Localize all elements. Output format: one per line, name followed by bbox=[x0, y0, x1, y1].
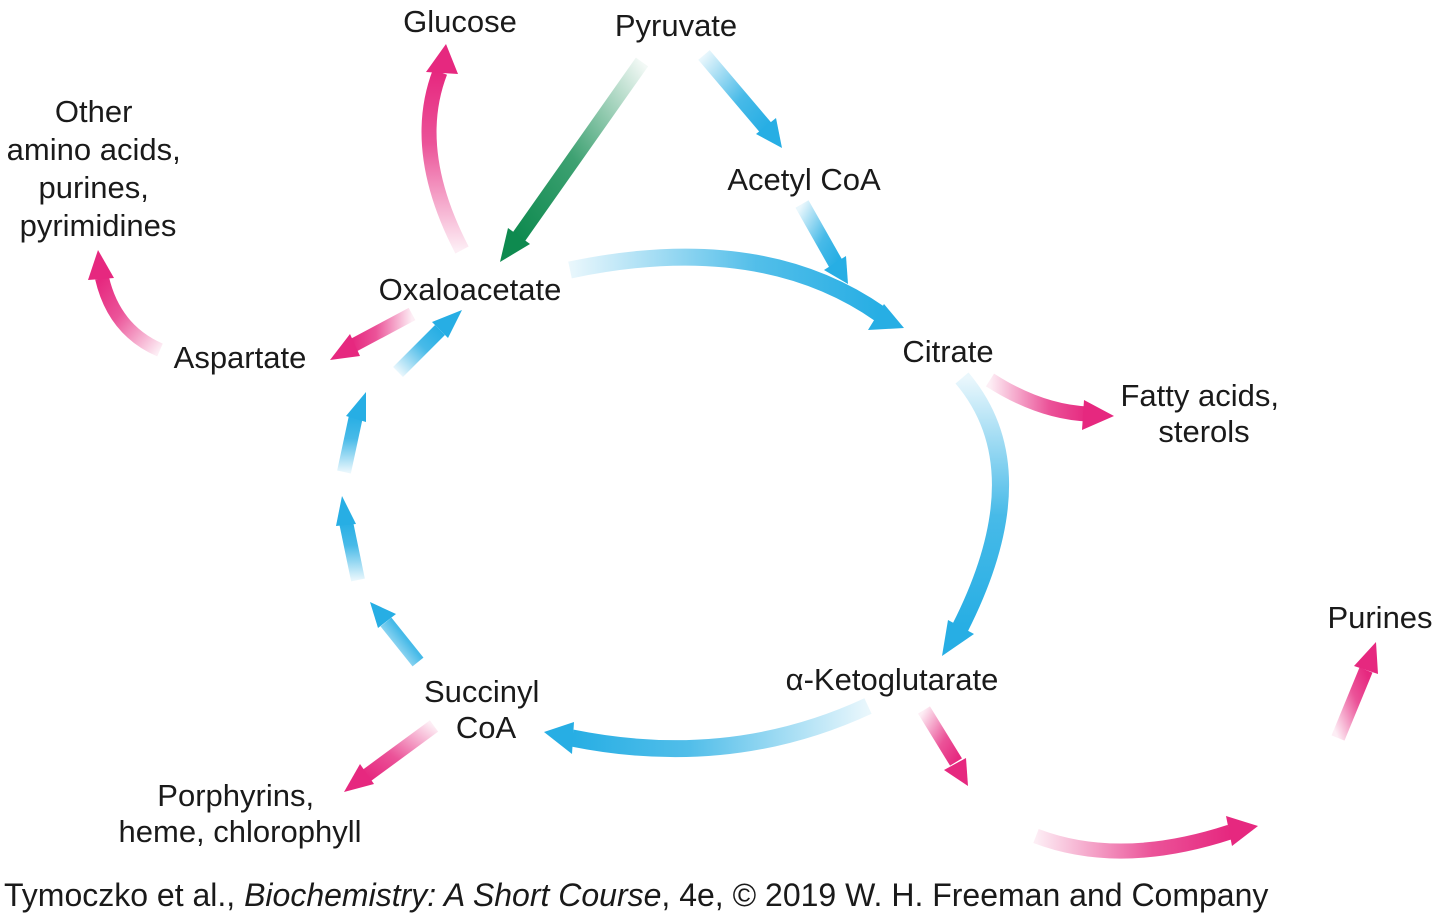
label-pyruvate: Pyruvate bbox=[615, 8, 737, 43]
label-porphyrins-heme-chlorophyll: Porphyrins, heme, chlorophyll bbox=[119, 778, 362, 849]
label-purines: Purines bbox=[1327, 600, 1432, 635]
arrow-pyruvate-to-oxaloacetate bbox=[500, 57, 649, 262]
figure-caption: Tymoczko et al., Biochemistry: A Short C… bbox=[4, 877, 1268, 913]
arrow-acetyl-coa-to-citrate bbox=[795, 200, 848, 284]
arrow-pyruvate-to-acetyl-coa bbox=[698, 50, 782, 148]
arrow-succinyl-coa-to-porphyrins bbox=[344, 720, 439, 792]
arrow-cycle-segment-3 bbox=[337, 392, 366, 474]
arrow-ketoglutarate-branch bbox=[918, 706, 968, 786]
label-citrate: Citrate bbox=[902, 334, 993, 369]
arrow-citrate-to-fatty-acids bbox=[985, 373, 1114, 430]
arrow-citrate-to-ketoglutarate bbox=[942, 372, 1009, 656]
arrow-cycle-segment-2 bbox=[336, 496, 365, 582]
label-aspartate: Aspartate bbox=[174, 340, 307, 375]
arrow-cycle-segment-1 bbox=[370, 602, 424, 667]
arrow-oxaloacetate-to-citrate bbox=[568, 248, 904, 330]
caption-suffix: , 4e, © 2019 W. H. Freeman and Company bbox=[661, 877, 1268, 913]
arrow-oxaloacetate-to-glucose bbox=[421, 44, 469, 254]
caption-book-title: Biochemistry: A Short Course bbox=[244, 877, 661, 913]
arrow-cycle-to-oxaloacetate bbox=[393, 310, 462, 377]
label-succinyl-coa: Succinyl CoA bbox=[424, 674, 548, 745]
caption-prefix: Tymoczko et al., bbox=[4, 877, 244, 913]
label-acetyl-coa: Acetyl CoA bbox=[727, 162, 881, 197]
label-other-amino-acids: Other amino acids, purines, pyrimidines bbox=[7, 94, 190, 243]
label-fatty-acids-sterols: Fatty acids, sterols bbox=[1120, 378, 1287, 449]
label-alpha-ketoglutarate: α-Ketoglutarate bbox=[786, 662, 999, 697]
arrow-to-purines bbox=[1331, 642, 1378, 741]
arrow-oxaloacetate-to-aspartate bbox=[330, 307, 416, 360]
label-oxaloacetate: Oxaloacetate bbox=[379, 272, 562, 307]
label-glucose: Glucose bbox=[403, 4, 517, 39]
arrow-aspartate-to-other-amino-acids bbox=[88, 250, 163, 357]
arrow-ketoglutarate-to-succinyl-coa bbox=[544, 698, 872, 758]
arrow-ketoglutarate-branch-lower bbox=[1033, 816, 1258, 859]
